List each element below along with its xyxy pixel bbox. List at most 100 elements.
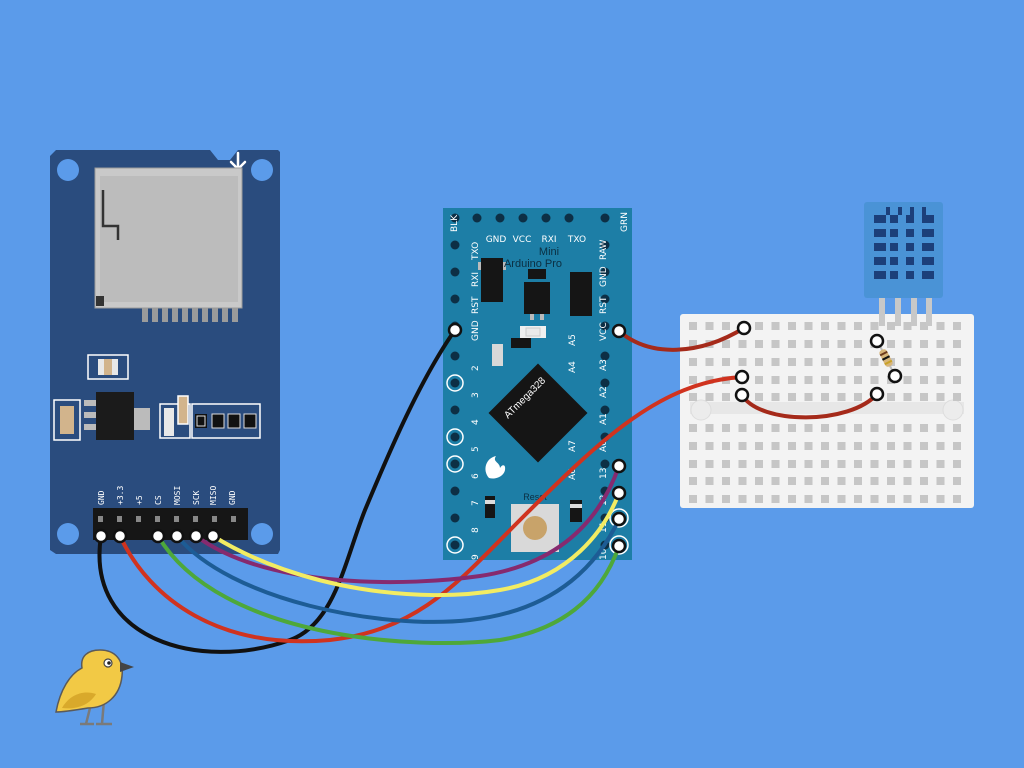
breadboard-hole	[722, 424, 730, 432]
breadboard-hole	[903, 495, 912, 503]
breadboard-hole	[821, 358, 829, 366]
breadboard-hole	[953, 442, 961, 450]
pin-hole	[600, 240, 610, 250]
breadboard-hole	[788, 424, 796, 432]
dht-vent	[874, 257, 886, 265]
breadboard-hole	[722, 340, 730, 348]
breadboard-hole	[870, 460, 879, 468]
pin-hole	[450, 405, 460, 415]
arduino-left-pin-label: 7	[471, 500, 481, 506]
breadboard-hole	[804, 322, 813, 330]
breadboard-hole	[837, 340, 846, 348]
pin-hole	[600, 378, 610, 388]
breadboard-hole	[936, 495, 945, 503]
breadboard-hole	[953, 393, 961, 401]
breadboard-hole	[837, 424, 846, 432]
breadboard-hole	[755, 340, 763, 348]
dht-vent	[922, 257, 934, 265]
breadboard-hole	[870, 358, 879, 366]
breadboard-hole	[837, 376, 846, 384]
dht-vent	[890, 215, 898, 223]
breadboard-hole	[755, 442, 763, 450]
mount-hole	[57, 159, 79, 181]
wire-vcc-darkred	[617, 326, 746, 352]
breadboard-hole	[936, 322, 945, 330]
breadboard-hole	[953, 322, 961, 330]
breadboard-hole	[953, 376, 961, 384]
dht-vent	[922, 215, 934, 223]
breadboard-hole	[755, 376, 763, 384]
breadboard-hole	[920, 442, 928, 450]
mount-hole	[251, 159, 273, 181]
pin-hole	[450, 432, 460, 442]
dht-vent	[922, 229, 934, 237]
breadboard-hole	[705, 358, 714, 366]
arduino-right-pin-label: A1	[599, 413, 609, 425]
dht-vent	[922, 243, 934, 251]
breadboard-hole	[903, 477, 912, 485]
pin-ring	[609, 535, 629, 555]
breadboard-hole	[870, 477, 879, 485]
breadboard-hole	[705, 442, 714, 450]
breadboard-hole	[722, 460, 730, 468]
breadboard-hole	[936, 477, 945, 485]
breadboard-hole	[722, 322, 730, 330]
breadboard-hole	[903, 460, 912, 468]
pin-hole	[472, 213, 482, 223]
arduino-inner-pin-label: A7	[568, 440, 578, 452]
breadboard-hole	[738, 495, 747, 503]
breadboard-hole	[689, 358, 697, 366]
pin-hole	[541, 213, 551, 223]
breadboard-hole	[788, 376, 796, 384]
breadboard-hole	[705, 460, 714, 468]
breadboard-hole	[953, 460, 961, 468]
breadboard-hole	[755, 477, 763, 485]
breadboard-hole	[887, 442, 895, 450]
pin-hole	[600, 267, 610, 277]
sd-pin-label: +5	[135, 495, 144, 505]
arduino-right-pin-label: A2	[599, 386, 609, 398]
arduino-right-pin-label: 13	[599, 468, 609, 479]
pin-hole	[450, 513, 460, 523]
arduino-top-pin-label: GND	[486, 235, 507, 245]
dht-grille	[874, 207, 934, 279]
dht-vent	[890, 243, 898, 251]
pin-hole	[600, 294, 610, 304]
dht-vent	[890, 271, 898, 279]
flame-logo-icon	[485, 456, 506, 479]
sd-pin-label: MOSI	[173, 486, 182, 505]
breadboard-hole	[755, 393, 763, 401]
breadboard-hole	[854, 322, 862, 330]
breadboard-hole	[705, 376, 714, 384]
arduino-right-pin-label: RAW	[599, 239, 609, 260]
reset-label: Reset	[523, 492, 547, 502]
breadboard-hole	[821, 322, 829, 330]
breadboard-hole	[804, 495, 813, 503]
breadboard-hole	[903, 376, 912, 384]
breadboard-hole	[887, 460, 895, 468]
arduino-left-pin-label: 9	[471, 554, 481, 560]
dht-vent	[906, 271, 914, 279]
breadboard-hole	[887, 322, 895, 330]
breadboard-hole	[755, 424, 763, 432]
breadboard-hole	[689, 340, 697, 348]
breadboard-hole	[755, 358, 763, 366]
arduino-right-pin-label: 11	[599, 522, 609, 533]
arduino-right-pin-label: VCC	[599, 322, 609, 341]
arduino-left-pin-label: GND	[471, 320, 481, 341]
dht-vent	[906, 229, 914, 237]
pin-hole	[600, 351, 610, 361]
dht-vent	[906, 257, 914, 265]
breadboard-hole	[788, 340, 796, 348]
breadboard	[680, 314, 974, 508]
wire-3v3-red	[118, 375, 744, 644]
arduino-left-pin-label: 8	[471, 527, 481, 533]
wire-gnd-black	[97, 328, 457, 654]
arduino-right-pin-label: GND	[599, 266, 609, 287]
dht-vent	[886, 207, 890, 215]
breadboard-hole	[854, 376, 862, 384]
breadboard-hole	[738, 460, 747, 468]
breadboard-hole	[953, 340, 961, 348]
breadboard-hole	[920, 376, 928, 384]
